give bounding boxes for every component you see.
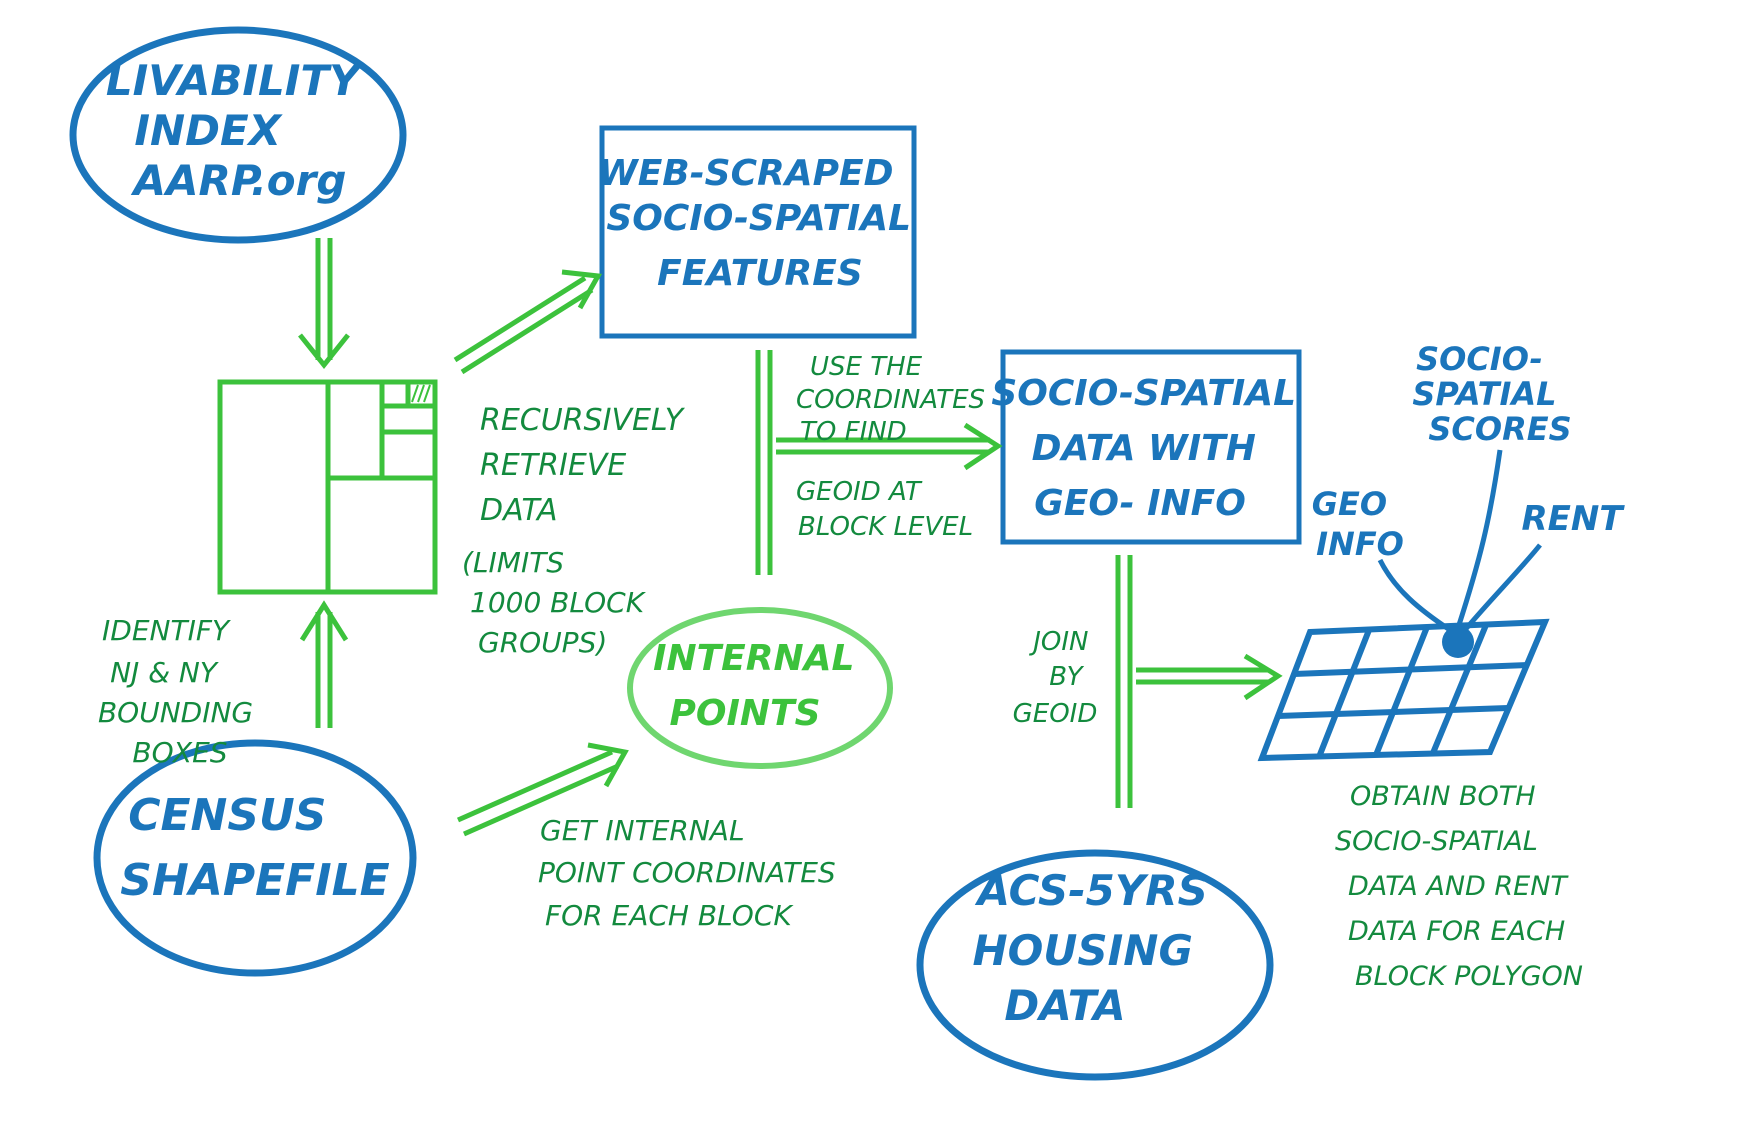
livability-index-node: [69, 26, 407, 244]
web-scraped-features-label: WEB-SCRAPED SOCIO-SPATIAL FEATURES: [598, 153, 924, 294]
internal-points-node: [627, 607, 893, 769]
arrow-grid-to-webscraped: [453, 269, 603, 375]
note-use-coordinates: USE THE COORDINATES TO FIND: [796, 352, 993, 447]
note-join-geoid: JOIN BY GEOID: [1013, 627, 1098, 729]
connector-webscraped-internal: [755, 350, 1003, 575]
internal-points-label: INTERNAL POINTS: [653, 638, 867, 734]
note-geoid-block: GEOID AT BLOCK LEVEL: [796, 477, 973, 542]
livability-index-label: LIVABILITY INDEX AARP.org: [106, 56, 374, 205]
arrow-census-to-internal: [456, 742, 629, 837]
web-scraped-features-node: [599, 125, 917, 339]
socio-spatial-geo-node: [1000, 349, 1302, 545]
acs-housing-label: ACS-5YRS HOUSING DATA: [972, 866, 1222, 1030]
census-shapefile-label: CENSUS SHAPEFILE: [120, 790, 389, 906]
note-recursively-retrieve: RECURSIVELY RETRIEVE DATA: [480, 403, 693, 528]
socio-spatial-geo-label: SOCIO-SPATIAL DATA WITH GEO- INFO: [991, 373, 1308, 524]
connector-geoinfo-acs: [1115, 555, 1283, 808]
block-point: [1442, 626, 1474, 658]
note-obtain-both: OBTAIN BOTH SOCIO-SPATIAL DATA AND RENT …: [1335, 781, 1583, 992]
note-get-internal: GET INTERNAL POINT COORDINATES FOR EACH …: [538, 814, 845, 932]
bounding-box-grid: [217, 379, 438, 595]
note-identify-boxes: IDENTIFY NJ & NY BOUNDING BOXES: [98, 614, 262, 769]
socio-scores-label: SOCIO- SPATIAL SCORES: [1412, 340, 1571, 448]
geo-info-label: GEO INFO: [1312, 485, 1404, 563]
arrow-livability-to-grid: [298, 238, 350, 370]
grid-pointer-lines: [1377, 449, 1542, 633]
hatched-cell: [411, 384, 431, 403]
arrow-census-to-grid: [299, 600, 349, 728]
census-shapefile-node: [93, 739, 417, 977]
acs-housing-node: [916, 849, 1274, 1081]
note-limits: (LIMITS 1000 BLOCK GROUPS): [462, 546, 653, 659]
block-polygon-grid: [1257, 618, 1550, 762]
rent-label: RENT: [1521, 499, 1625, 539]
